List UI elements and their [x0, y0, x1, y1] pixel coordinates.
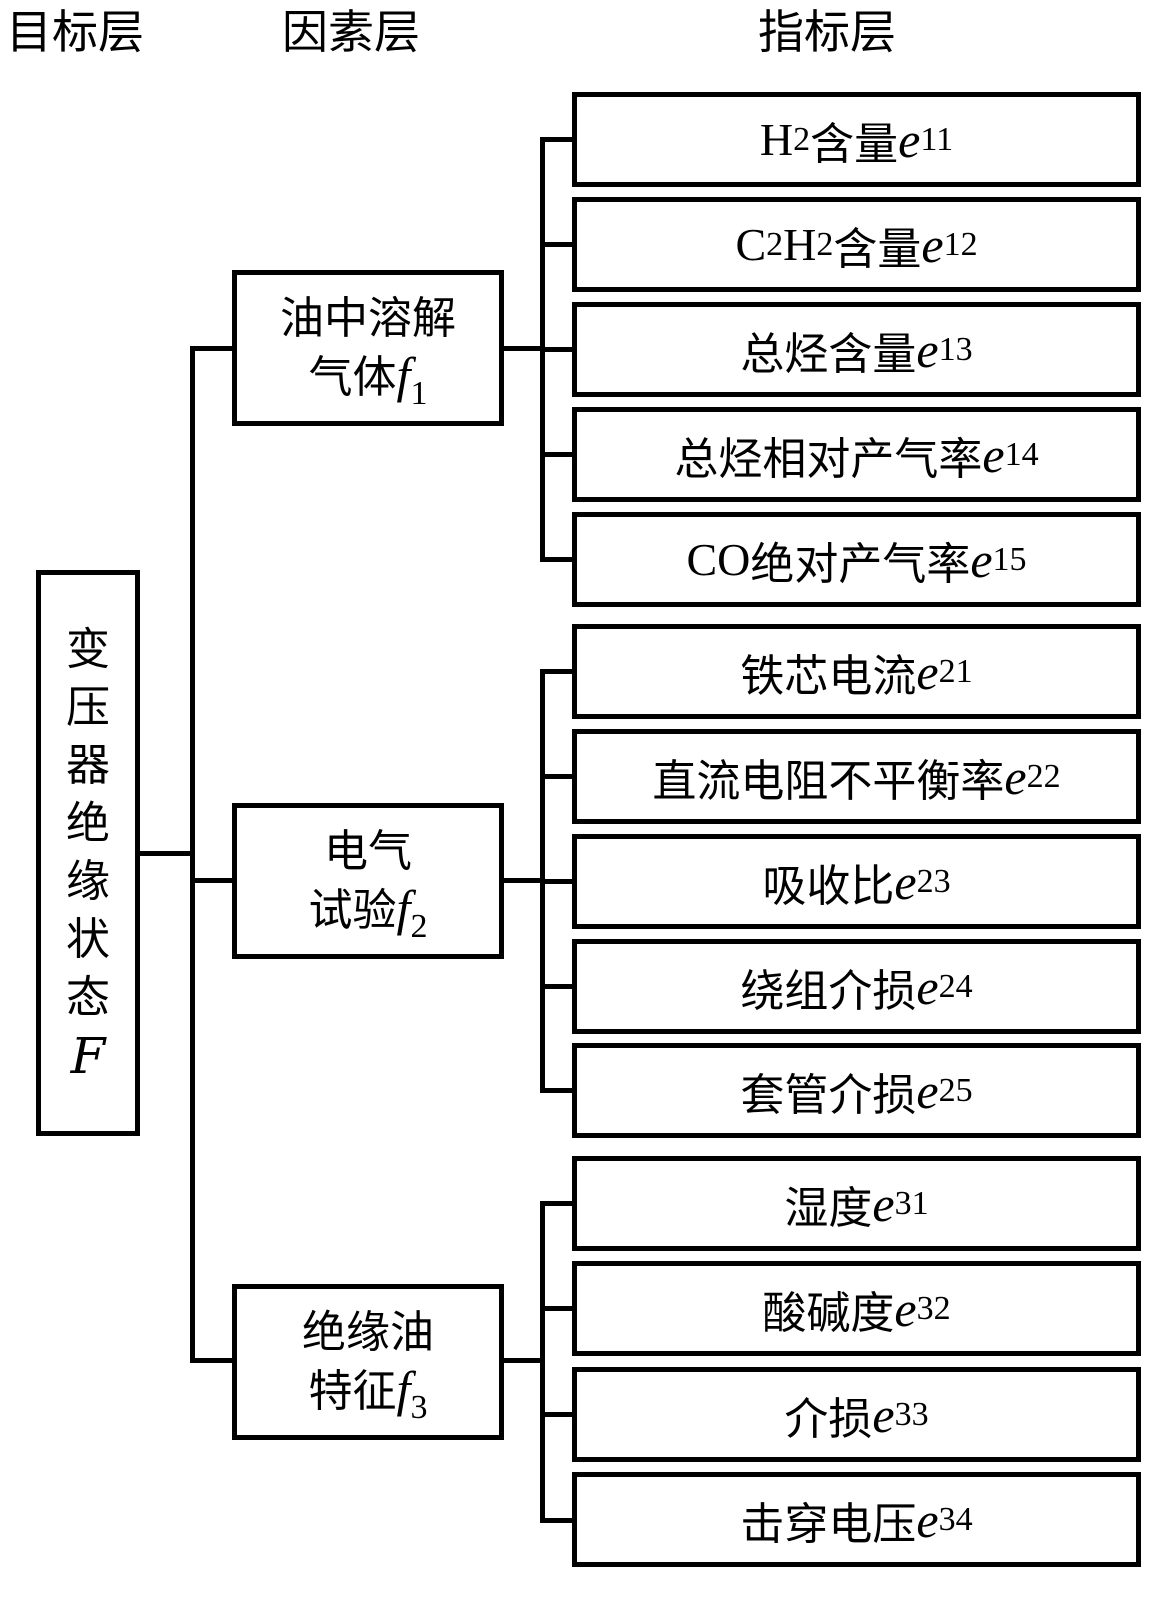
goal-char: 器 — [66, 740, 110, 791]
connector-to-e23 — [540, 879, 574, 884]
indicator-label: 绕组介损 — [740, 965, 917, 1017]
factor-symbol: f — [396, 1360, 411, 1417]
goal-char: 变 — [66, 624, 110, 675]
connector-root-to-trunk — [140, 851, 195, 856]
factor-label-line2: 试验 — [308, 884, 397, 936]
indicator-symbol: e — [982, 426, 1005, 483]
connector-f1-out — [502, 346, 544, 351]
connector-to-e25 — [540, 1088, 574, 1093]
connector-to-e32 — [540, 1306, 574, 1311]
factor-label-line1: 电气 — [324, 825, 412, 877]
indicator-prefix2: H — [783, 219, 817, 270]
goal-char: 状 — [66, 914, 110, 965]
indicator-label: 套管介损 — [740, 1069, 917, 1121]
indicator-label: 酸碱度 — [762, 1287, 895, 1339]
connector-to-e24 — [540, 984, 574, 989]
indicator-label: 铁芯电流 — [740, 650, 917, 702]
connector-to-e15 — [540, 557, 574, 562]
indicator-label: 总烃相对产气率 — [674, 433, 983, 485]
goal-char: 压 — [66, 682, 110, 733]
factor-label-line2: 特征 — [308, 1365, 397, 1417]
goal-char: 态 — [66, 972, 110, 1023]
connector-f3-out — [502, 1358, 544, 1363]
indicator-label: 介损 — [784, 1393, 873, 1445]
indicator-symbol: e — [872, 1386, 895, 1443]
factor-subscript: 3 — [410, 1388, 428, 1426]
connector-to-e11 — [540, 137, 574, 142]
connector-f2-out — [502, 878, 544, 883]
connector-to-e33 — [540, 1412, 574, 1417]
indicator-prefix: C — [735, 219, 767, 270]
factor-label-line1: 油中溶解 — [280, 292, 456, 344]
connector-trunk-to-f1 — [190, 346, 235, 351]
factor-label-line1: 绝缘油 — [302, 1306, 434, 1358]
factor-symbol: f — [396, 879, 411, 936]
indicator-symbol: e — [970, 531, 993, 588]
goal-char: 缘 — [66, 856, 110, 907]
connector-to-e13 — [540, 347, 574, 352]
header-indicator-layer: 指标层 — [758, 5, 896, 59]
indicator-prefix: CO — [686, 534, 751, 585]
factor-label-line2: 气体 — [308, 351, 397, 403]
indicator-symbol: e — [894, 853, 917, 910]
connector-branch-f3 — [540, 1201, 545, 1523]
connector-to-e12 — [540, 242, 574, 247]
indicator-label: 湿度 — [784, 1182, 873, 1234]
factor-node-f1: 油中溶解 气体f1 — [232, 270, 504, 426]
connector-to-e21 — [540, 669, 574, 674]
indicator-symbol: e — [916, 1062, 939, 1119]
indicator-symbol: e — [916, 958, 939, 1015]
factor-subscript: 1 — [410, 374, 428, 412]
indicator-symbol: e — [916, 643, 939, 700]
factor-node-f2: 电气 试验f2 — [232, 803, 504, 959]
indicator-symbol: e — [916, 321, 939, 378]
indicator-symbol: e — [894, 1280, 917, 1337]
goal-char: 绝 — [66, 798, 110, 849]
indicator-symbol: e — [872, 1175, 895, 1232]
indicator-label: 总烃含量 — [740, 328, 917, 380]
factor-symbol: f — [396, 346, 411, 403]
indicator-label: 吸收比 — [762, 860, 895, 912]
connector-trunk — [190, 346, 195, 1362]
indicator-symbol: e — [921, 216, 944, 273]
connector-to-e34 — [540, 1518, 574, 1523]
indicator-symbol: e — [1004, 748, 1027, 805]
connector-to-e14 — [540, 452, 574, 457]
indicator-symbol: e — [898, 111, 921, 168]
connector-to-e31 — [540, 1201, 574, 1206]
factor-subscript: 2 — [410, 907, 428, 945]
indicator-label: 击穿电压 — [740, 1498, 917, 1550]
indicator-symbol: e — [916, 1491, 939, 1548]
connector-to-e22 — [540, 774, 574, 779]
connector-trunk-to-f3 — [190, 1358, 235, 1363]
indicator-label: 含量 — [833, 223, 922, 275]
indicator-label: 绝对产气率 — [750, 538, 971, 590]
indicator-label: 含量 — [810, 118, 899, 170]
goal-node-transformer-insulation-state: 变 压 器 绝 缘 状 态 F — [36, 570, 140, 1136]
indicator-label: 直流电阻不平衡率 — [652, 755, 1005, 807]
goal-symbol: F — [70, 1027, 106, 1085]
factor-node-f3: 绝缘油 特征f3 — [232, 1284, 504, 1440]
header-factor-layer: 因素层 — [282, 5, 420, 59]
connector-trunk-to-f2 — [190, 878, 235, 883]
header-goal-layer: 目标层 — [6, 5, 144, 59]
indicator-prefix: H — [759, 114, 794, 165]
